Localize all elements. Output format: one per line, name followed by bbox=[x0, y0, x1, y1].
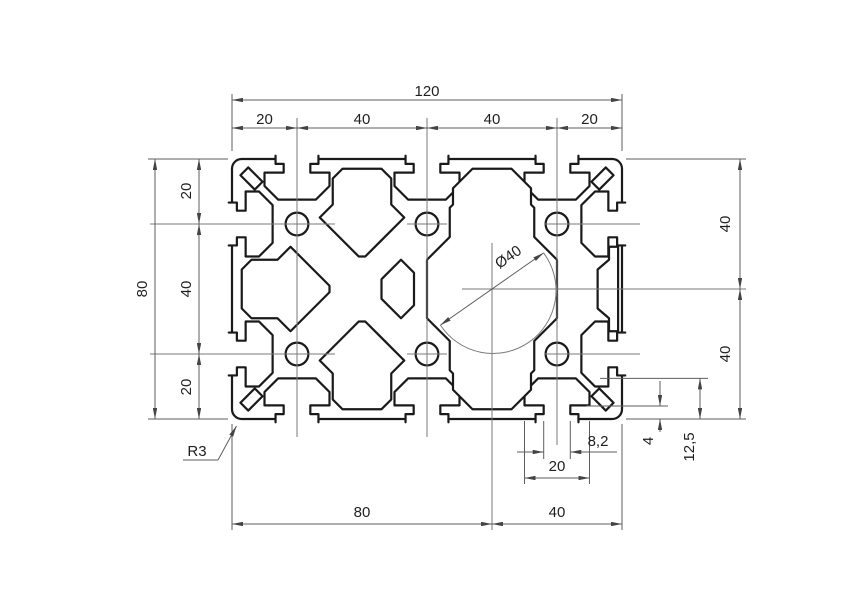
dim-slot-opening: 8,2 bbox=[588, 433, 609, 450]
dim-top-segment: 20 bbox=[581, 111, 598, 128]
dim-left-segment: 20 bbox=[178, 183, 195, 200]
interior-cavity bbox=[318, 320, 406, 411]
dim-slot-depth: 12,5 bbox=[681, 432, 698, 461]
dim-top-segment: 40 bbox=[484, 111, 501, 128]
dim-corner-radius: R3 bbox=[187, 443, 206, 460]
dim-left-segment: 40 bbox=[178, 281, 195, 298]
bore-reference-arc bbox=[439, 252, 557, 354]
radius-leader bbox=[217, 425, 237, 461]
dim-left-overall: 80 bbox=[134, 281, 151, 298]
dim-left-segment: 20 bbox=[178, 379, 195, 396]
dim-top-segment: 40 bbox=[354, 111, 371, 128]
dim-top-overall: 120 bbox=[414, 83, 439, 100]
dimension-lines bbox=[152, 97, 743, 527]
dim-right-segment: 40 bbox=[717, 216, 734, 233]
interior-cavity bbox=[380, 258, 416, 320]
dim-bottom-segment: 80 bbox=[354, 504, 371, 521]
dim-slot-width: 20 bbox=[549, 458, 566, 475]
dim-right-segment: 40 bbox=[717, 346, 734, 363]
dim-bottom-segment: 40 bbox=[549, 504, 566, 521]
centerlines bbox=[150, 118, 746, 530]
bore-diameter-line bbox=[440, 252, 544, 326]
dim-top-segment: 20 bbox=[256, 111, 273, 128]
interior-cavity bbox=[240, 245, 331, 333]
interior-cavity bbox=[318, 167, 406, 258]
dim-slot-lip: 4 bbox=[640, 437, 657, 445]
